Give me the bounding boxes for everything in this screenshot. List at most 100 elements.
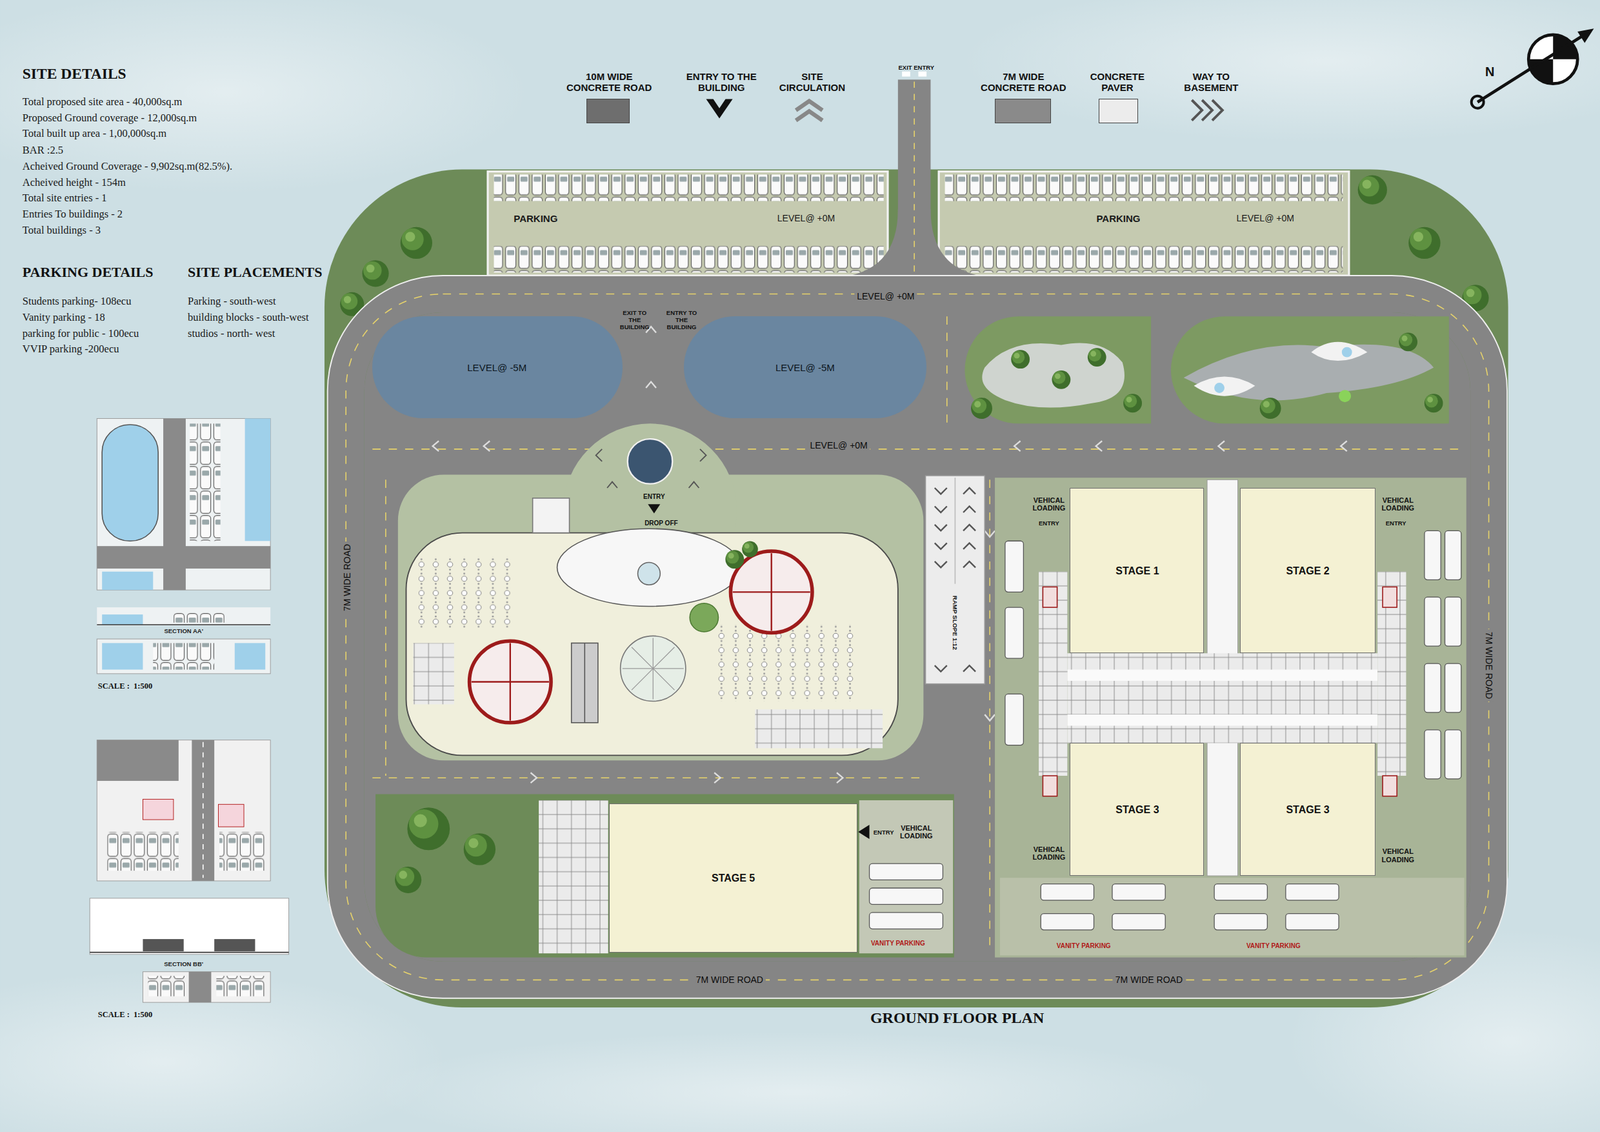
studio-complex-rect (1000, 877, 1465, 955)
inset-plans-rect (191, 740, 215, 881)
stage-label: STAGE 3 (1285, 803, 1330, 816)
site-plan-illustration-ellipse (0, 0, 531, 195)
plan-label: 7M WIDE ROAD (1112, 974, 1186, 985)
inset-plans-rect (101, 614, 143, 625)
stage-box: STAGE 5 (609, 803, 857, 953)
plan-label: ENTRY (873, 828, 895, 836)
roads-g-path (645, 381, 657, 388)
garden-islands-use (1087, 347, 1107, 367)
roads-g-path (1340, 440, 1347, 451)
inset-plans-rect (245, 418, 271, 541)
main-building-g-path (689, 481, 700, 488)
detail-line: Students parking- 108ecu (22, 294, 132, 308)
roads-line (946, 316, 948, 424)
inset-plans-rect (96, 740, 179, 781)
main-building-use (725, 549, 744, 569)
ramp-g-path (963, 487, 976, 494)
legend-swatch (994, 98, 1051, 124)
node-label: DROP OFF (644, 518, 678, 526)
detail-line: Acheived Ground Coverage - 9,902sq.m(82.… (22, 160, 233, 173)
legend-symbols-path (796, 110, 823, 120)
ramp-line (954, 477, 957, 584)
roads-g-path (984, 714, 995, 720)
plan-label: LEVEL@ +0M (807, 440, 870, 451)
node-label: LEVEL@ +0M (777, 212, 835, 224)
garden-islands-use (1424, 393, 1444, 413)
studio-complex (994, 477, 1467, 957)
main-building-circle (620, 635, 686, 701)
site-ground-rect (494, 174, 884, 201)
plan-label: 7M WIDE ROAD (341, 541, 353, 614)
ramp-rect (925, 475, 986, 684)
ramp-g-path (963, 542, 976, 549)
plan-label: N (1485, 63, 1495, 79)
trees-use (1408, 227, 1440, 259)
inset-plans-rect (101, 424, 159, 541)
stage-5-block-use (463, 832, 496, 865)
studio-complex-g-rect (1424, 596, 1441, 646)
stage-5-block-g-rect (869, 863, 944, 880)
inset-plans-rect (107, 831, 179, 871)
stage-5-block-g (869, 863, 944, 929)
main-building-rect (413, 642, 455, 704)
site-ground-rect (324, 169, 1509, 1008)
plan-label: ENTRY (1385, 518, 1407, 526)
ramp-g (934, 487, 976, 672)
ramp-g-path (963, 524, 976, 531)
building-entry: ENTRYDROP OFF (612, 487, 704, 531)
studio-complex-rect (1382, 586, 1397, 608)
stage-box: STAGE 3 (1069, 742, 1205, 876)
section-heading: SITE PLACEMENTS (187, 263, 322, 281)
parking-area: PARKINGLEVEL@ +0M (938, 200, 1348, 239)
ramp-g-path (934, 665, 948, 671)
detail-line: Total site entries - 1 (22, 191, 108, 205)
node-label: LEVEL@ +0M (1236, 212, 1295, 224)
ramp-g-path (934, 505, 948, 512)
ramp-g-path (934, 561, 948, 568)
inset-plans-rect (96, 740, 271, 881)
garden-islands-use (970, 397, 993, 419)
detail-line: Total built up area - 1,00,000sq.m (22, 127, 167, 140)
garden-islands-circle (1214, 382, 1225, 393)
legend-text: SITE CIRCULATION (769, 70, 856, 93)
roads-g-path (836, 772, 843, 783)
inset-plans-rect (147, 975, 185, 997)
site-plan-illustration-ellipse (367, 1030, 1225, 1132)
garden-islands-path (964, 316, 1151, 424)
studio-complex-g-rect (1445, 663, 1462, 713)
garden-islands-path (1193, 376, 1255, 397)
main-building-rect (418, 556, 515, 628)
studio-complex-g-rect (1445, 530, 1462, 580)
roads-line (372, 776, 924, 779)
inset-plans-rect (101, 642, 143, 670)
inset-plans-line (96, 623, 271, 626)
main-building-circle (638, 561, 661, 585)
ramp (925, 475, 986, 684)
plan-label: SCALE : 1:500 (98, 1009, 153, 1020)
studio-complex-g-rect (1005, 607, 1024, 659)
plan-label: VEHICAL LOADING (1375, 847, 1421, 863)
roads-rect (345, 294, 1489, 980)
main-building-line (583, 642, 586, 722)
inset-plans-rect (234, 642, 266, 670)
roads-line (385, 479, 387, 776)
studio-complex-g-rect (1040, 913, 1094, 930)
plan-label: ENTRY TO THE BUILDING (663, 309, 700, 331)
legend-text: 10M WIDE CONCRETE ROAD (560, 70, 658, 93)
plan-label: VANITY PARKING (870, 939, 926, 947)
studio-complex-g-rect (1005, 540, 1024, 592)
stage-label: STAGE 2 (1285, 565, 1330, 577)
stage-box: STAGE 1 (1069, 487, 1205, 653)
main-building-line (770, 552, 773, 631)
stage-5-block-path (375, 793, 955, 957)
roads-g-path (1014, 440, 1020, 451)
section-heading: SITE DETAILS (22, 64, 127, 82)
main-building-circle (627, 438, 673, 484)
garden-islands-path (1310, 341, 1368, 361)
inset-plans-rect (216, 975, 266, 997)
node-label: RAMP SLOPE 1:12 (951, 595, 959, 650)
main-building (398, 423, 924, 760)
main-building-ellipse (557, 528, 742, 606)
node-label: LEVEL@ -5M (467, 361, 527, 373)
